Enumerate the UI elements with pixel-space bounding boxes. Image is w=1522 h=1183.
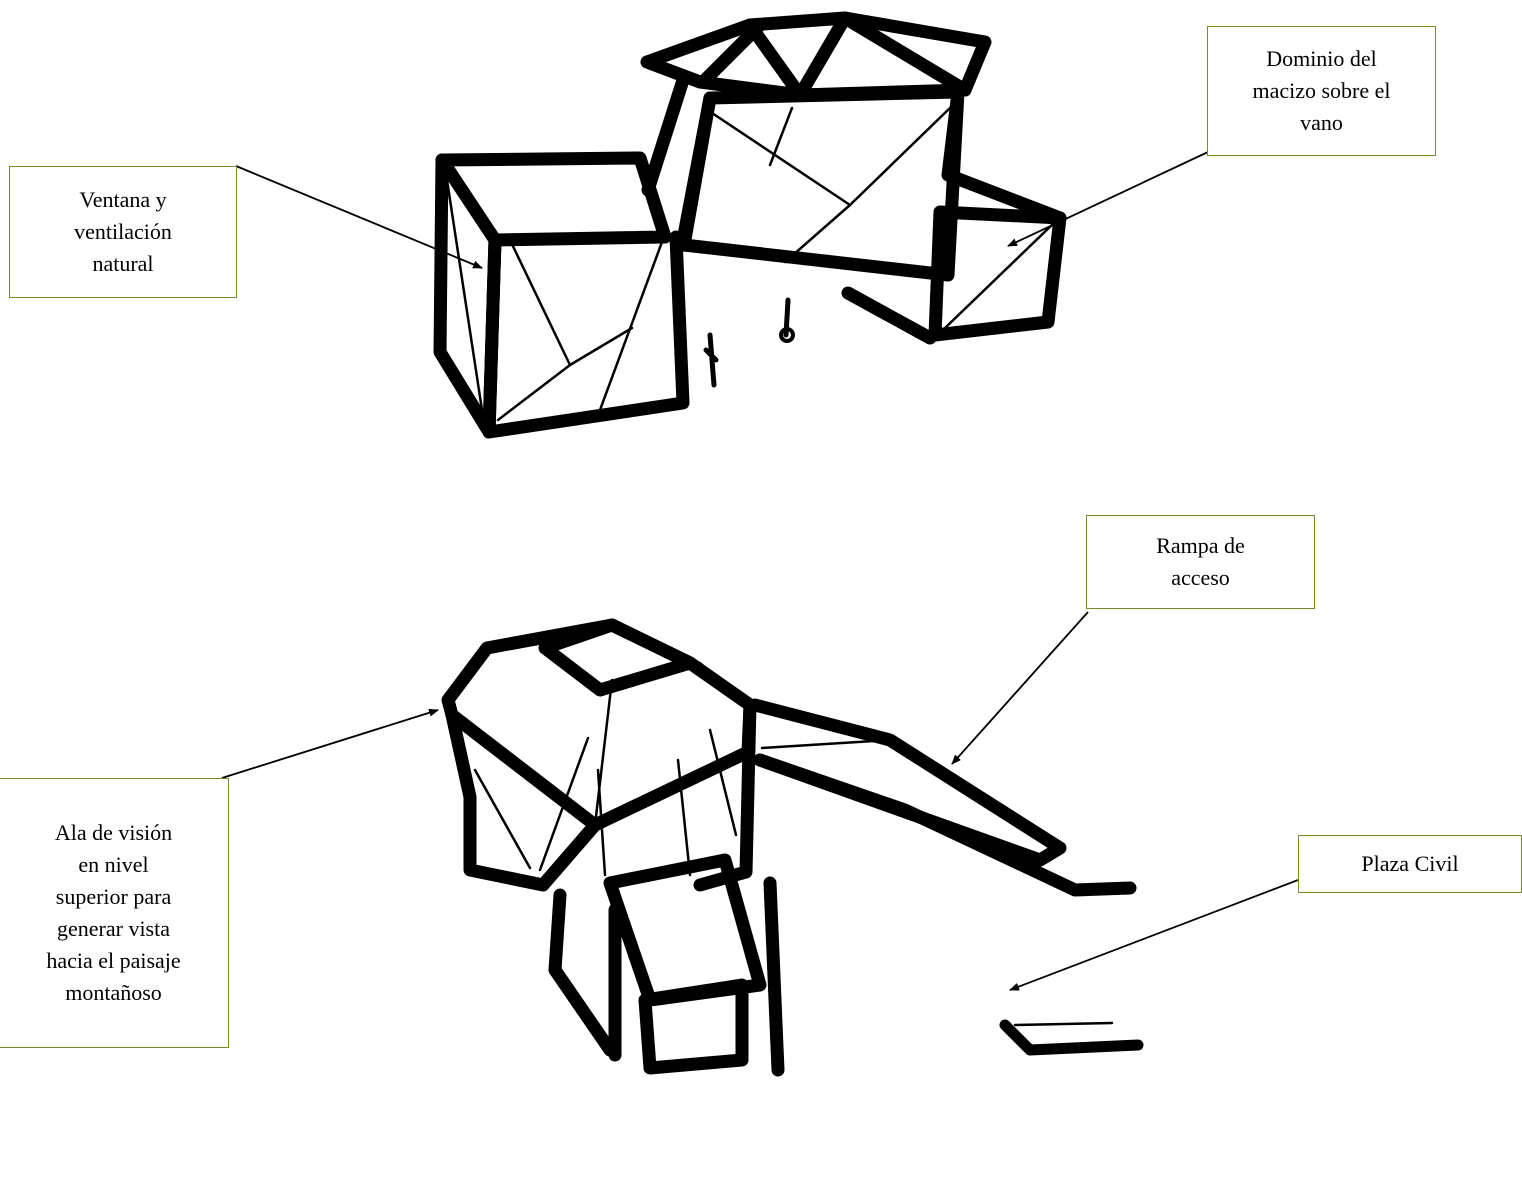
ramp-lines xyxy=(762,740,890,748)
civic-plaza-slab xyxy=(1005,1025,1138,1050)
middle-volume-lines xyxy=(712,108,950,262)
label-ala: Ala de visión en nivel superior para gen… xyxy=(0,778,229,1048)
plaza-line xyxy=(1015,1023,1112,1025)
label-dominio-text: Dominio del macizo sobre el vano xyxy=(1252,43,1390,139)
dominio-arrow xyxy=(1008,152,1208,246)
right-volume-lines xyxy=(945,222,1055,328)
left-cube-volume xyxy=(440,158,683,432)
lower-support-volume xyxy=(555,860,778,1070)
label-ventana: Ventana y ventilación natural xyxy=(9,166,237,298)
label-rampa: Rampa de acceso xyxy=(1086,515,1315,609)
label-plaza: Plaza Civil xyxy=(1298,835,1522,893)
label-rampa-text: Rampa de acceso xyxy=(1156,530,1245,594)
label-dominio: Dominio del macizo sobre el vano xyxy=(1207,26,1436,156)
label-plaza-text: Plaza Civil xyxy=(1361,848,1458,880)
access-ramp xyxy=(755,705,1130,890)
rampa-arrow xyxy=(952,612,1088,764)
label-ventana-text: Ventana y ventilación natural xyxy=(74,184,172,280)
human-scale-figures xyxy=(706,300,793,385)
label-ala-text: Ala de visión en nivel superior para gen… xyxy=(46,817,180,1008)
right-small-volume xyxy=(848,92,1060,338)
roof-canopy xyxy=(647,18,985,95)
plaza-arrow xyxy=(1010,880,1298,990)
ala-arrow xyxy=(222,710,438,778)
middle-volume xyxy=(684,92,958,275)
bottom-building-sketch xyxy=(448,625,1138,1070)
octagonal-top-volume xyxy=(448,625,750,885)
top-building-sketch xyxy=(440,18,1060,432)
